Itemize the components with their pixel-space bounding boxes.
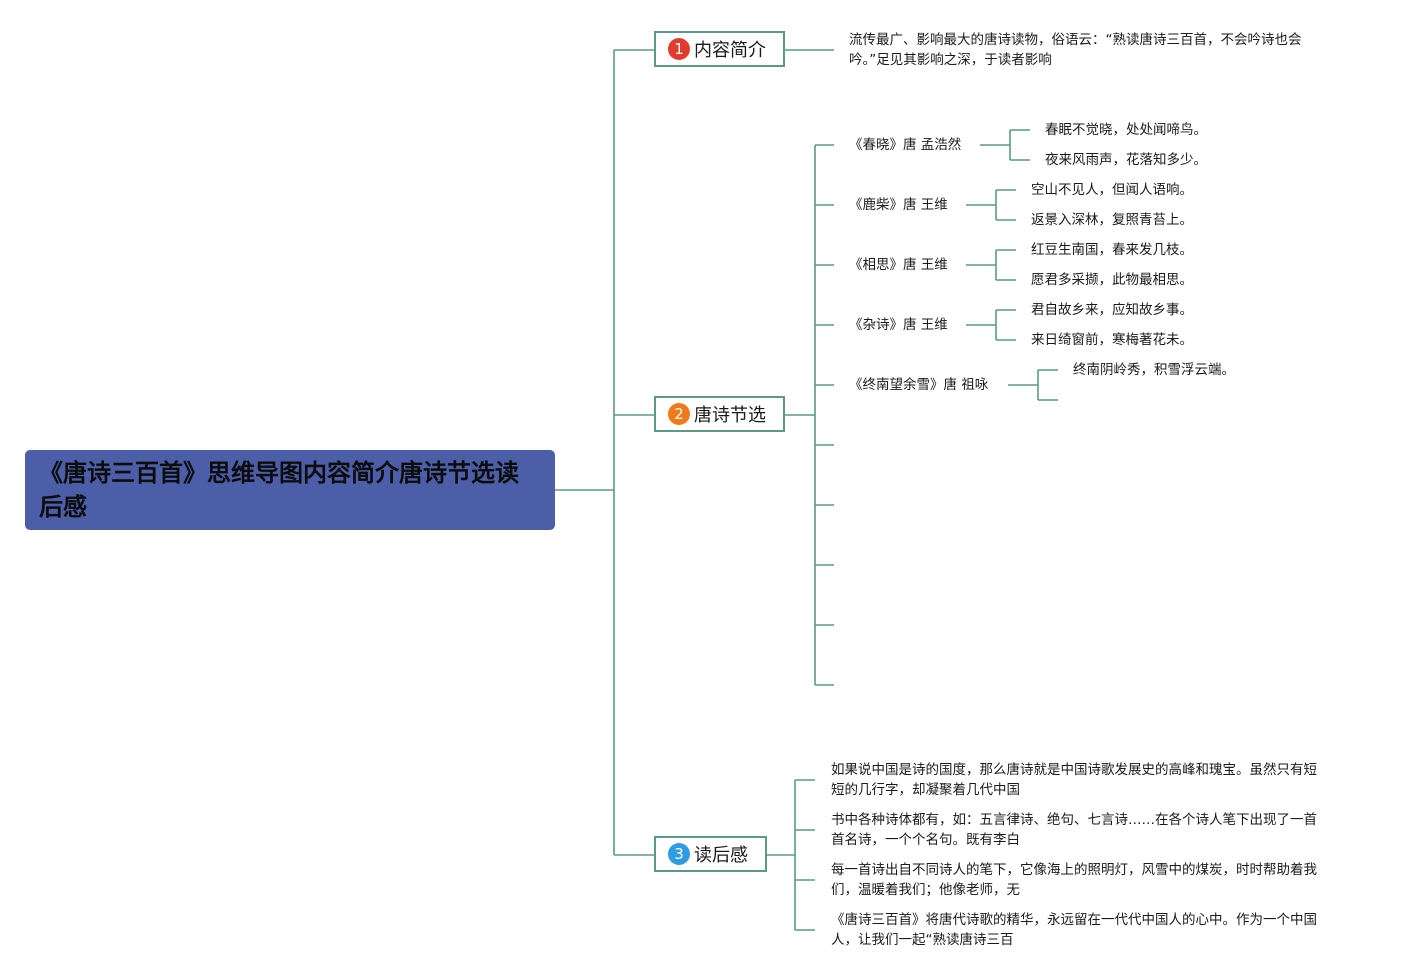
poem-title[interactable]: 《终南望余雪》唐 祖咏 <box>849 377 989 393</box>
poem-line[interactable]: 愿君多采撷，此物最相思。 <box>1031 272 1193 288</box>
poem-line[interactable]: 春眠不觉晓，处处闻啼鸟。 <box>1045 122 1207 138</box>
branch-label: 唐诗节选 <box>694 405 766 426</box>
poem-title[interactable]: 《杂诗》唐 王维 <box>849 317 948 333</box>
branch-poems[interactable]: 2 唐诗节选 <box>654 396 785 432</box>
branch-label: 内容简介 <box>694 40 766 61</box>
poem-title[interactable]: 《鹿柴》唐 王维 <box>849 197 948 213</box>
poem-line[interactable]: 夜来风雨声，花落知多少。 <box>1045 152 1207 168</box>
reflection-item[interactable]: 书中各种诗体都有，如：五言律诗、绝句、七言诗……在各个诗人笔下出现了一首首名诗，… <box>831 812 1317 848</box>
poem-line[interactable]: 来日绮窗前，寒梅著花未。 <box>1031 332 1193 348</box>
poem-line[interactable]: 君自故乡来，应知故乡事。 <box>1031 302 1193 318</box>
poem-line[interactable]: 空山不见人，但闻人语响。 <box>1031 182 1193 198</box>
reflection-item[interactable]: 《唐诗三百首》将唐代诗歌的精华，永远留在一代代中国人的心中。作为一个中国人，让我… <box>831 912 1317 948</box>
root-topic[interactable]: 《唐诗三百首》思维导图内容简介唐诗节选读后感 <box>25 450 555 530</box>
reflection-item[interactable]: 每一首诗出自不同诗人的笔下，它像海上的照明灯，风雪中的煤炭，时时帮助着我们，温暖… <box>831 862 1317 898</box>
number-badge-3: 3 <box>668 843 690 865</box>
branch-label: 读后感 <box>694 845 748 866</box>
poem-line[interactable]: 返景入深林，复照青苔上。 <box>1031 212 1193 228</box>
reflection-item[interactable]: 如果说中国是诗的国度，那么唐诗就是中国诗歌发展史的高峰和瑰宝。虽然只有短短的几行… <box>831 762 1317 798</box>
intro-text[interactable]: 流传最广、影响最大的唐诗读物，俗语云：“熟读唐诗三百首，不会吟诗也会吟。”足见其… <box>849 32 1302 68</box>
number-badge-1: 1 <box>668 38 690 60</box>
poem-title[interactable]: 《春晓》唐 孟浩然 <box>849 137 962 153</box>
root-title: 《唐诗三百首》思维导图内容简介唐诗节选读后感 <box>39 459 519 521</box>
branch-intro[interactable]: 1 内容简介 <box>654 31 785 67</box>
poem-line[interactable]: 红豆生南国，春来发几枝。 <box>1031 242 1193 258</box>
number-badge-2: 2 <box>668 403 690 425</box>
branch-reflection[interactable]: 3 读后感 <box>654 836 767 872</box>
poem-line[interactable]: 终南阴岭秀，积雪浮云端。 <box>1073 362 1235 378</box>
poem-title[interactable]: 《相思》唐 王维 <box>849 257 948 273</box>
